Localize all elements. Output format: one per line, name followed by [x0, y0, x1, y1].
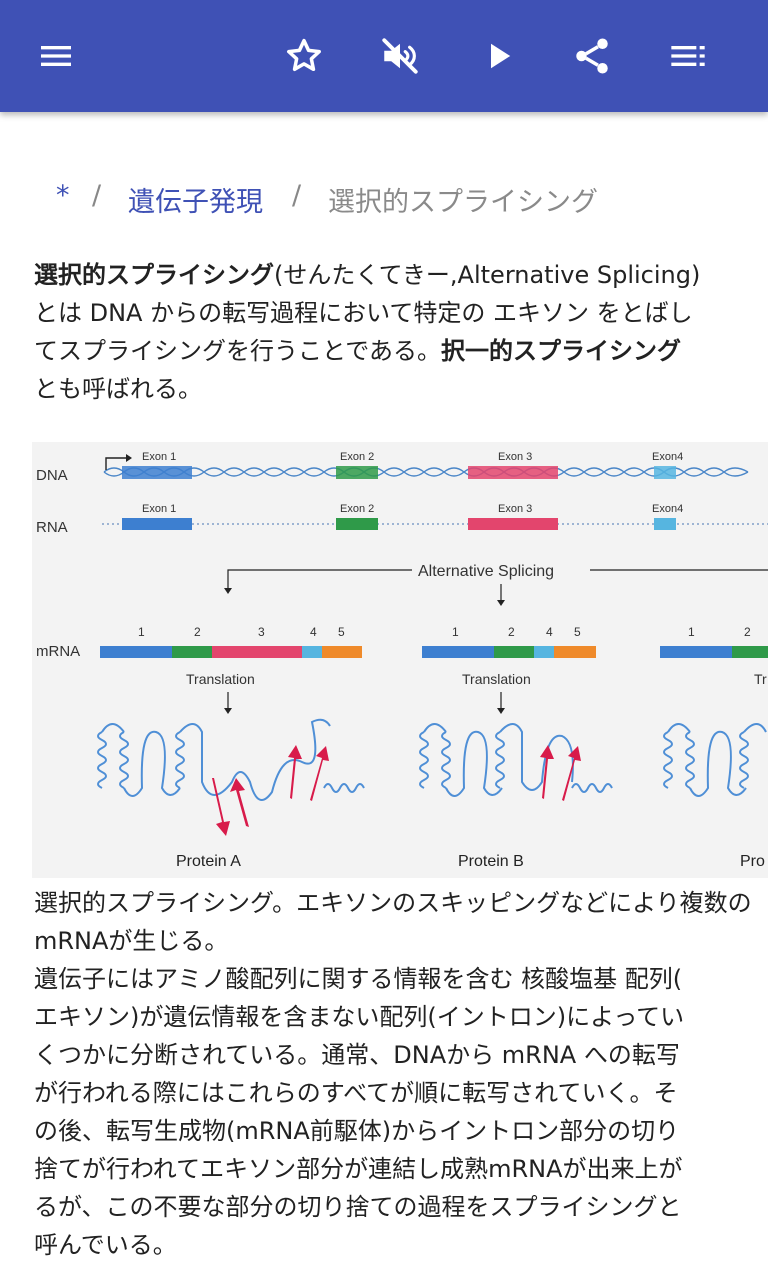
breadcrumb-home-link[interactable]: *	[56, 180, 70, 211]
intro-paragraph: 選択的スプライシング(せんたくてきー,Alternative Splicing)…	[34, 256, 740, 408]
exon3-label: Exon 3	[498, 451, 532, 463]
body-line: エキソン)が遺伝情報を含まない配列(イントロン)によってい	[34, 1003, 685, 1031]
breadcrumb-separator: /	[292, 180, 302, 211]
body-line: 捨てが行われてエキソン部分が連結し成熟mRNAが出来上が	[34, 1155, 683, 1183]
share-button[interactable]	[564, 28, 620, 84]
protein-c-structure	[663, 723, 767, 797]
breadcrumb-parent-link[interactable]: 遺伝子発現	[128, 187, 263, 218]
menu-button[interactable]	[28, 28, 84, 84]
mrna-number: 1	[688, 625, 695, 639]
mrna-number: 4	[546, 625, 553, 639]
intro-line: とは DNA からの転写過程において特定の エキソン をとばし	[34, 299, 693, 327]
alternative-splicing-label: Alternative Splicing	[418, 563, 554, 580]
table-of-contents-button[interactable]	[660, 28, 716, 84]
mrna-number: 3	[258, 625, 265, 639]
intro-line: てスプライシングを行うことである。	[34, 337, 442, 365]
exon1-label: Exon 1	[142, 451, 176, 463]
breadcrumb: * / 遺伝子発現 / 選択的スプライシング	[0, 176, 768, 220]
mrna-number: 2	[744, 625, 751, 639]
caption-line: mRNAが生じる。	[34, 927, 229, 955]
body-line: の後、転写生成物(mRNA前駆体)からイントロン部分の切り	[34, 1117, 680, 1145]
translation-label: Tr	[754, 671, 767, 687]
exon2-label: Exon 2	[340, 503, 374, 515]
body-line: 呼んでいる。	[34, 1231, 177, 1259]
protein-c-label: Pro	[740, 853, 765, 870]
exon2-label: Exon 2	[340, 451, 374, 463]
breadcrumb-separator: /	[92, 180, 102, 211]
mrna-number: 5	[338, 625, 345, 639]
translation-label: Translation	[186, 671, 255, 687]
dna-label: DNA	[36, 467, 68, 484]
star-icon	[287, 38, 321, 72]
mrna-number: 2	[194, 625, 201, 639]
exon4-label: Exon4	[652, 451, 683, 463]
mrna-number: 1	[138, 625, 145, 639]
mrna-label: mRNA	[36, 643, 80, 660]
rna-label: RNA	[36, 519, 68, 536]
mrna-number: 4	[310, 625, 317, 639]
play-button[interactable]	[470, 28, 526, 84]
protein-a-label: Protein A	[176, 853, 241, 870]
exon1-label: Exon 1	[142, 503, 176, 515]
body-line: くつかに分断されている。通常、DNAから mRNA への転写	[34, 1041, 680, 1069]
playlist-icon	[671, 46, 705, 66]
term-reading: (せんたくてきー,Alternative Splicing)	[274, 261, 701, 289]
protein-a-structure	[97, 718, 365, 801]
favorite-button[interactable]	[276, 28, 332, 84]
share-icon	[576, 38, 608, 74]
exon4-label: Exon4	[652, 503, 683, 515]
mrna-number: 1	[452, 625, 459, 639]
mrna-number: 2	[508, 625, 515, 639]
alternative-splicing-figure: DNA Exon 1 Exon 2 Exon 3 Exon4 RNA Exon …	[32, 442, 768, 878]
app-toolbar	[0, 0, 768, 112]
figure-caption: 選択的スプライシング。エキソンのスキッピングなどにより複数の mRNAが生じる。	[34, 884, 768, 960]
play-icon	[491, 43, 511, 69]
alt-term-bold: 択一的スプライシング	[441, 337, 682, 365]
protein-b-structure	[419, 723, 613, 797]
protein-b-label: Protein B	[458, 853, 524, 870]
caption-line: 選択的スプライシング。エキソンのスキッピングなどにより複数の	[34, 889, 752, 917]
exon3-label: Exon 3	[498, 503, 532, 515]
translation-label: Translation	[462, 671, 531, 687]
term-bold: 選択的スプライシング	[34, 261, 274, 289]
intro-line: とも呼ばれる。	[34, 375, 202, 403]
volume-off-icon	[382, 38, 418, 74]
mrna-number: 5	[574, 625, 581, 639]
body-line: 遺伝子にはアミノ酸配列に関する情報を含む 核酸塩基 配列(	[34, 965, 683, 993]
mrna-a	[100, 646, 362, 658]
menu-icon	[41, 46, 71, 66]
mrna-c	[660, 646, 768, 658]
body-line: るが、この不要な部分の切り捨ての過程をスプライシングと	[34, 1193, 682, 1221]
mrna-b	[422, 646, 596, 658]
body-paragraph: 遺伝子にはアミノ酸配列に関する情報を含む 核酸塩基 配列( エキソン)が遺伝情報…	[34, 960, 740, 1264]
splicing-diagram: DNA Exon 1 Exon 2 Exon 3 Exon4 RNA Exon …	[36, 451, 768, 870]
breadcrumb-current: 選択的スプライシング	[328, 187, 598, 218]
body-line: が行われる際にはこれらのすべてが順に転写されていく。そ	[34, 1079, 678, 1107]
mute-button[interactable]	[372, 28, 428, 84]
